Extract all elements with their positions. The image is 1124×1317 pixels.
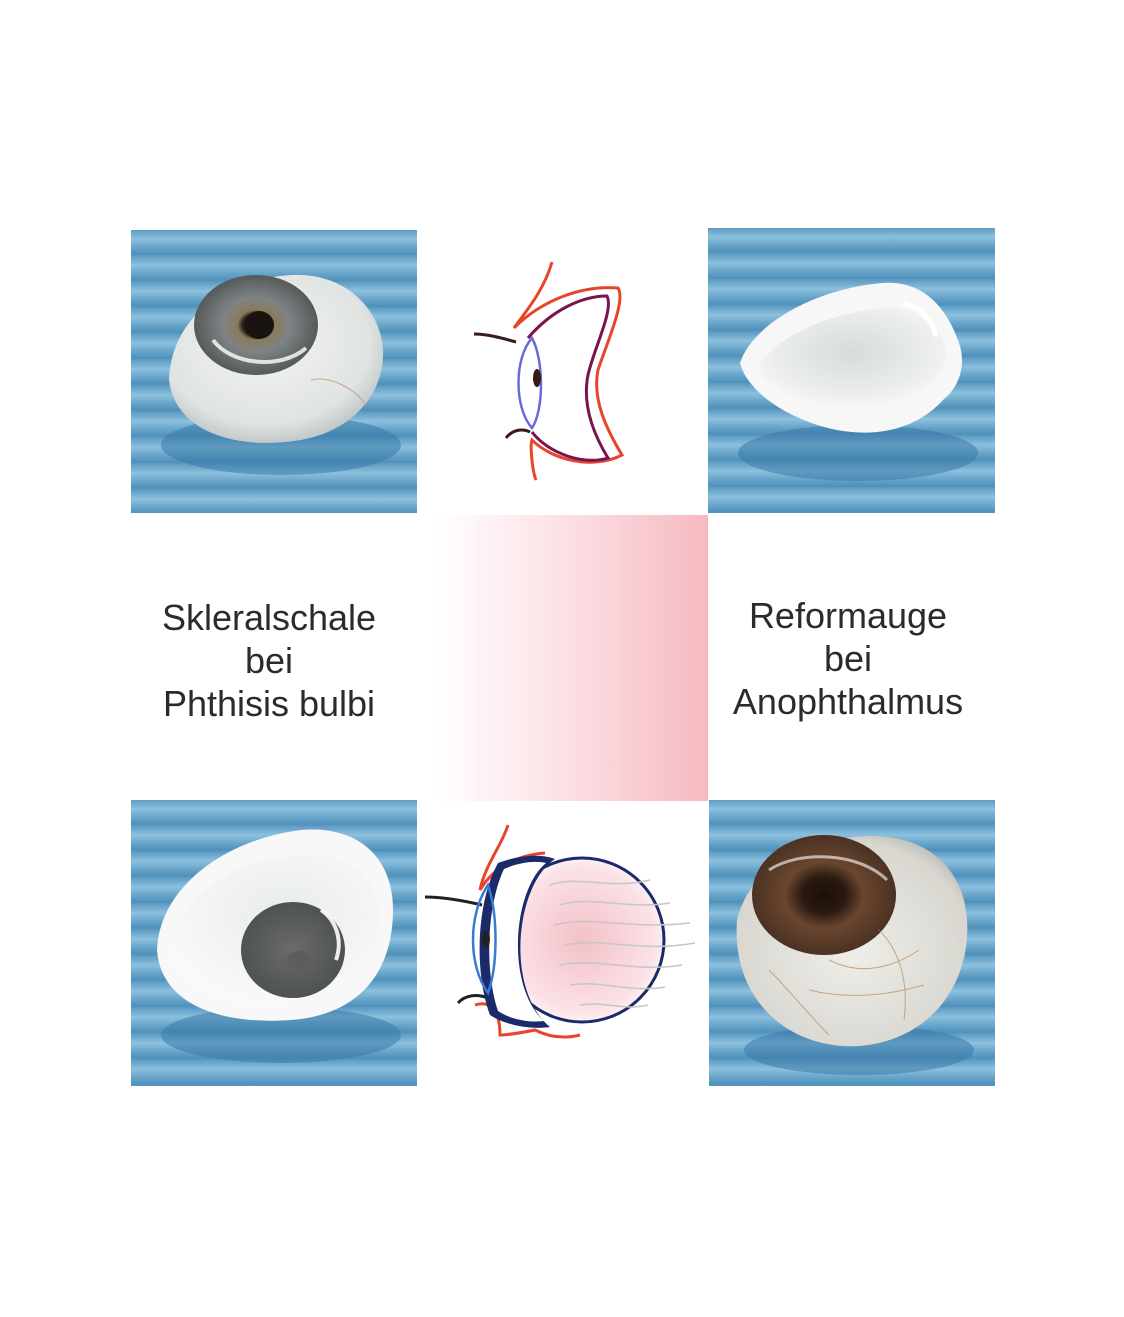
phthisis-socket-diagram [473,261,625,481]
photo-reform-shell-top [708,228,995,513]
scleral-shell-inside-illustration [157,829,401,1063]
center-gradient-panel [432,515,708,801]
right-caption-line2: bei [823,638,873,679]
right-caption-line3: Anophthalmus [732,681,964,722]
photo-scleral-shell-bottom [131,800,417,1086]
left-caption: Skleralschale bei Phthisis bulbi [130,596,408,725]
photo-scleral-shell-iris-top [131,230,417,513]
left-caption-line1: Skleralschale [161,597,377,638]
reform-eye-brown-iris-illustration [736,835,974,1075]
left-caption-line2: bei [244,640,294,681]
diagram-phthisis-bulbi [432,230,708,513]
right-caption: Reformauge bei Anophthalmus [708,594,988,723]
anophthalmus-implant-diagram [424,824,696,1039]
scleral-shell-iris-illustration [161,274,401,475]
photo-reform-eye-brown-iris [709,800,995,1086]
left-caption-line3: Phthisis bulbi [162,683,376,724]
diagram-anophthalmus [420,815,710,1085]
right-caption-line1: Reformauge [748,595,948,636]
reform-shell-illustration [738,282,978,481]
